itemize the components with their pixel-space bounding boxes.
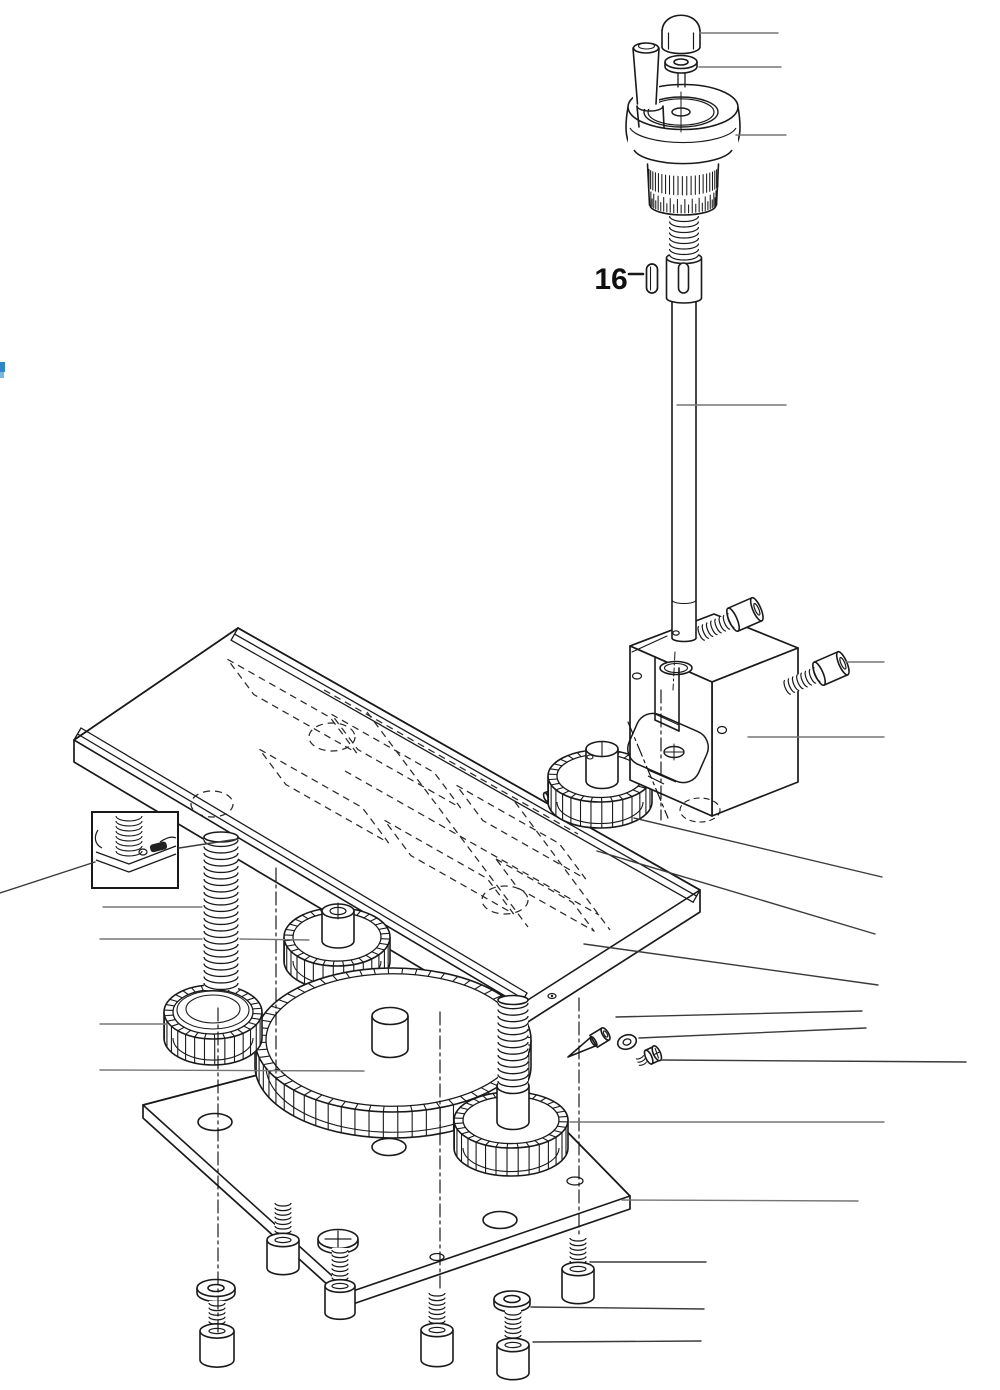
spur-gear-middle (283, 902, 391, 991)
lead-screw-left (203, 831, 239, 991)
cross-slide-table (73, 627, 701, 1028)
spur-gear-left (163, 984, 263, 1066)
center-lines (217, 689, 669, 1333)
detail-inset (91, 811, 179, 889)
socket-head-cap-screw-upper (697, 596, 764, 641)
pinion-gear (542, 740, 653, 829)
leader-lines (0, 32, 967, 1343)
lead-screw-right (497, 994, 529, 1088)
spindle-assembly (625, 14, 741, 653)
woodruff-key (627, 263, 659, 294)
base-fasteners (196, 1201, 595, 1381)
socket-head-cap-screw-lower (783, 650, 850, 695)
callout-16-label: 16 (594, 263, 627, 296)
spur-gear-right (453, 1077, 569, 1177)
scan-artifact-blue (0, 362, 5, 378)
